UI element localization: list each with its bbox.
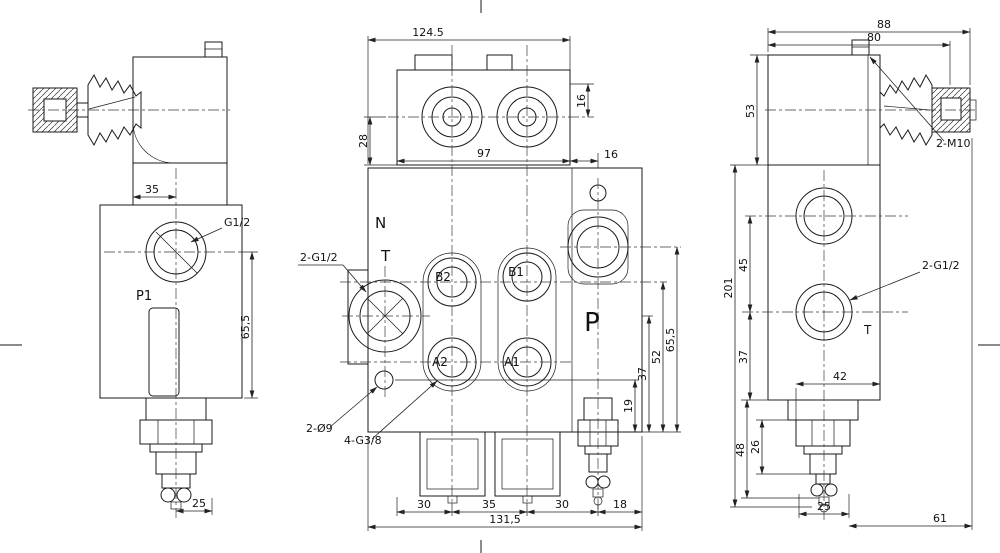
note-2-d9: 2-Ø9 <box>306 422 333 435</box>
right-dim-42: 42 <box>833 370 847 383</box>
front-dim-65-5: 65,5 <box>664 328 677 353</box>
front-dim-35: 35 <box>482 498 496 511</box>
right-label-t: T <box>863 323 872 337</box>
top-view-body <box>396 69 571 166</box>
left-dim-65-5: 65,5 <box>239 315 252 340</box>
right-view: 88 80 53 201 45 37 42 26 48 <box>722 18 977 530</box>
handle-boot <box>87 73 142 147</box>
front-bottom-blocks <box>419 431 561 504</box>
top-view: 124.5 28 16 97 16 <box>357 26 618 168</box>
left-view: 35 G1/2 P1 65,5 25 <box>28 41 258 518</box>
front-dim-131-5: 131,5 <box>489 513 521 526</box>
right-dim-45: 45 <box>737 258 750 272</box>
left-port-name: P1 <box>136 289 152 304</box>
mount-hole-circle <box>374 370 394 390</box>
front-dim-19: 19 <box>622 399 635 413</box>
right-dim-80: 80 <box>867 31 881 44</box>
front-labels: N T P B2 B1 A2 A1 <box>375 214 600 369</box>
top-dim-16-right: 16 <box>604 148 618 161</box>
right-dim-26: 26 <box>749 440 762 454</box>
top-dim-124-5: 124.5 <box>412 26 444 39</box>
top-dim-28: 28 <box>357 134 370 148</box>
right-dim-53: 53 <box>744 104 757 118</box>
top-dim-16-side: 16 <box>575 94 588 108</box>
top-dim-97: 97 <box>477 147 491 160</box>
front-dim-18: 18 <box>613 498 627 511</box>
right-dim-88: 88 <box>877 18 891 31</box>
right-dim-61: 61 <box>933 512 947 525</box>
left-handle-assembly <box>32 41 228 164</box>
label-b2: B2 <box>435 270 451 284</box>
front-ports <box>348 184 629 390</box>
label-t: T <box>380 247 391 265</box>
left-centerlines <box>28 109 240 518</box>
note-4-g38: 4-G3/8 <box>344 434 382 447</box>
front-dimensions: 19 37 52 65,5 30 35 30 18 131,5 <box>367 246 681 531</box>
left-dim-25: 25 <box>192 497 206 510</box>
right-handle-boot <box>879 73 933 147</box>
right-note-2-m10: 2-M10 <box>936 137 970 150</box>
right-top-block <box>767 39 881 166</box>
front-view: N T P B2 B1 A2 A1 2-G1/2 2-Ø9 4-G3/8 19 … <box>298 45 681 531</box>
left-dimensions: 35 G1/2 P1 65,5 25 <box>132 183 258 515</box>
left-valve-body <box>99 162 243 510</box>
right-dim-201: 201 <box>722 278 735 299</box>
right-dim-37: 37 <box>737 350 750 364</box>
label-b1: B1 <box>508 265 524 279</box>
front-dim-30-right: 30 <box>555 498 569 511</box>
top-view-dimensions: 124.5 28 16 97 16 <box>357 26 618 168</box>
right-dimensions: 88 80 53 201 45 37 42 26 48 <box>722 18 973 530</box>
front-dim-30-left: 30 <box>417 498 431 511</box>
right-dim-25: 25 <box>817 500 831 513</box>
front-dim-37: 37 <box>636 367 649 381</box>
label-a2: A2 <box>432 355 448 369</box>
left-port-thread-label: G1/2 <box>224 216 250 229</box>
front-centerlines <box>340 45 681 512</box>
right-dim-48: 48 <box>734 443 747 457</box>
label-a1: A1 <box>504 355 520 369</box>
note-2-g12: 2-G1/2 <box>300 251 338 264</box>
front-leader-notes: 2-G1/2 2-Ø9 4-G3/8 <box>298 251 438 447</box>
right-centerlines <box>742 109 975 520</box>
right-note-2-g12: 2-G1/2 <box>922 259 960 272</box>
left-dim-35: 35 <box>145 183 159 196</box>
label-p: P <box>584 308 600 338</box>
label-n: N <box>375 214 386 232</box>
left-body-outline <box>99 204 243 399</box>
front-dim-52: 52 <box>650 350 663 364</box>
